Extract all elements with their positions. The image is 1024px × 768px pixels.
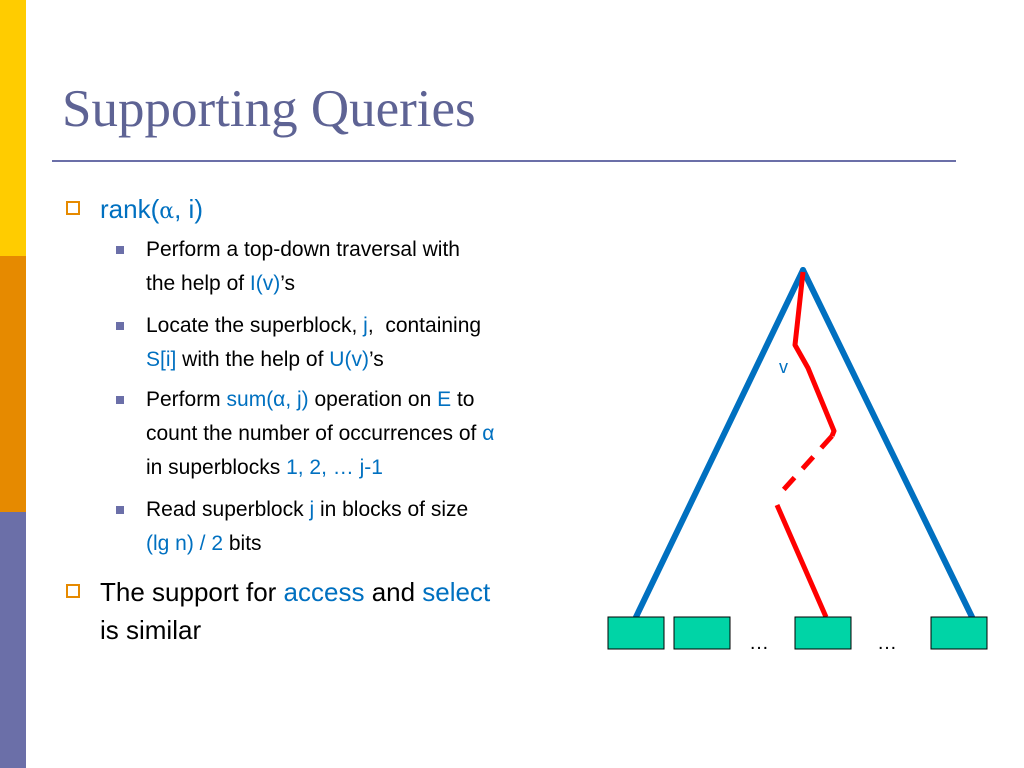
tree-left-edge [633, 267, 806, 620]
support-line-2: is similar [100, 615, 202, 645]
sum-text: Perform [146, 388, 227, 411]
side-bar-orange [0, 256, 26, 512]
support-text: The support for [100, 577, 284, 607]
bullet-support: The support for access and select is sim… [66, 573, 490, 649]
slide-title: Supporting Queries [62, 80, 476, 138]
rank-alpha: α [159, 199, 175, 224]
node-v-label: v [779, 357, 788, 377]
bullet-square-small-icon [116, 506, 124, 514]
title-underline [52, 160, 956, 162]
sum-mid: operation on [308, 388, 438, 411]
sum-line-2: count the number of occurrences of α [146, 417, 494, 451]
read-tail: in blocks of size [314, 498, 469, 521]
bullet-square-small-icon [116, 322, 124, 330]
sum-tail: to [451, 388, 475, 411]
leaf-block-4 [930, 616, 988, 650]
sum-alpha: α [482, 422, 495, 445]
read-j: j [309, 498, 315, 521]
sub-bullet-sum: Perform sum(α, j) operation on E to coun… [116, 383, 494, 485]
traversal-text: the help of [146, 272, 250, 295]
locate-help-text: with the help of [176, 348, 330, 371]
read-line-1: Read superblock j in blocks of size [146, 493, 468, 527]
traversal-iv: I(v) [249, 272, 281, 295]
locate-uv: U(v) [329, 348, 369, 371]
sum-line-1: Perform sum(α, j) operation on E to [146, 383, 494, 417]
locate-text: Locate the superblock, [146, 314, 364, 337]
sub-bullet-locate: Locate the superblock, j, containing S[i… [116, 309, 481, 377]
rank-prefix: rank( [100, 194, 160, 224]
bullet-square-small-icon [116, 396, 124, 404]
ellipsis-right: … [877, 632, 897, 654]
support-access: access [283, 577, 365, 607]
locate-line-1: Locate the superblock, j, containing [146, 309, 481, 343]
bullet-square-icon [66, 201, 80, 215]
tree-right-edge [800, 267, 975, 620]
leaf-block-1 [607, 616, 665, 650]
side-bar-yellow [0, 0, 26, 256]
locate-si: S[i] [146, 348, 177, 371]
bullet-square-icon [66, 584, 80, 598]
traversal-line-2: the help of I(v)’s [146, 267, 460, 301]
leaf-block-2 [673, 616, 731, 650]
search-path-bottom [774, 503, 829, 619]
sub-bullet-traversal: Perform a top-down traversal with the he… [116, 233, 460, 301]
bullet-rank: rank(α, i) [66, 190, 203, 231]
locate-tail: , containing [367, 314, 482, 337]
search-path-top [792, 271, 837, 437]
support-line-1: The support for access and select [100, 573, 490, 611]
side-bar-purple [0, 512, 26, 768]
rank-suffix: , i) [174, 194, 203, 224]
support-select: select [422, 577, 491, 607]
read-line-2: (lg n) / 2 bits [146, 527, 468, 561]
sum-count-text: count the number of occurrences of [146, 422, 483, 445]
locate-tail-2: ’s [368, 348, 384, 371]
leaf-block-3 [794, 616, 852, 650]
locate-j: j [363, 314, 368, 337]
traversal-tail: ’s [280, 272, 296, 295]
sum-op: sum(α, j) [226, 388, 309, 411]
sum-e: E [437, 388, 452, 411]
sum-range: 1, 2, … j-1 [286, 456, 383, 479]
sum-superblocks-text: in superblocks [146, 456, 287, 479]
sum-line-3: in superblocks 1, 2, … j-1 [146, 451, 494, 485]
bullet-square-small-icon [116, 246, 124, 254]
support-and: and [364, 577, 423, 607]
locate-line-2: S[i] with the help of U(v)’s [146, 343, 481, 377]
read-size: (lg n) / 2 [146, 532, 224, 555]
traversal-line-1: Perform a top-down traversal with [146, 238, 460, 261]
sub-bullet-read: Read superblock j in blocks of size (lg … [116, 493, 468, 561]
search-path-dashed [775, 434, 834, 499]
read-bits: bits [223, 532, 262, 555]
ellipsis-left: … [749, 632, 769, 654]
read-text: Read superblock [146, 498, 310, 521]
